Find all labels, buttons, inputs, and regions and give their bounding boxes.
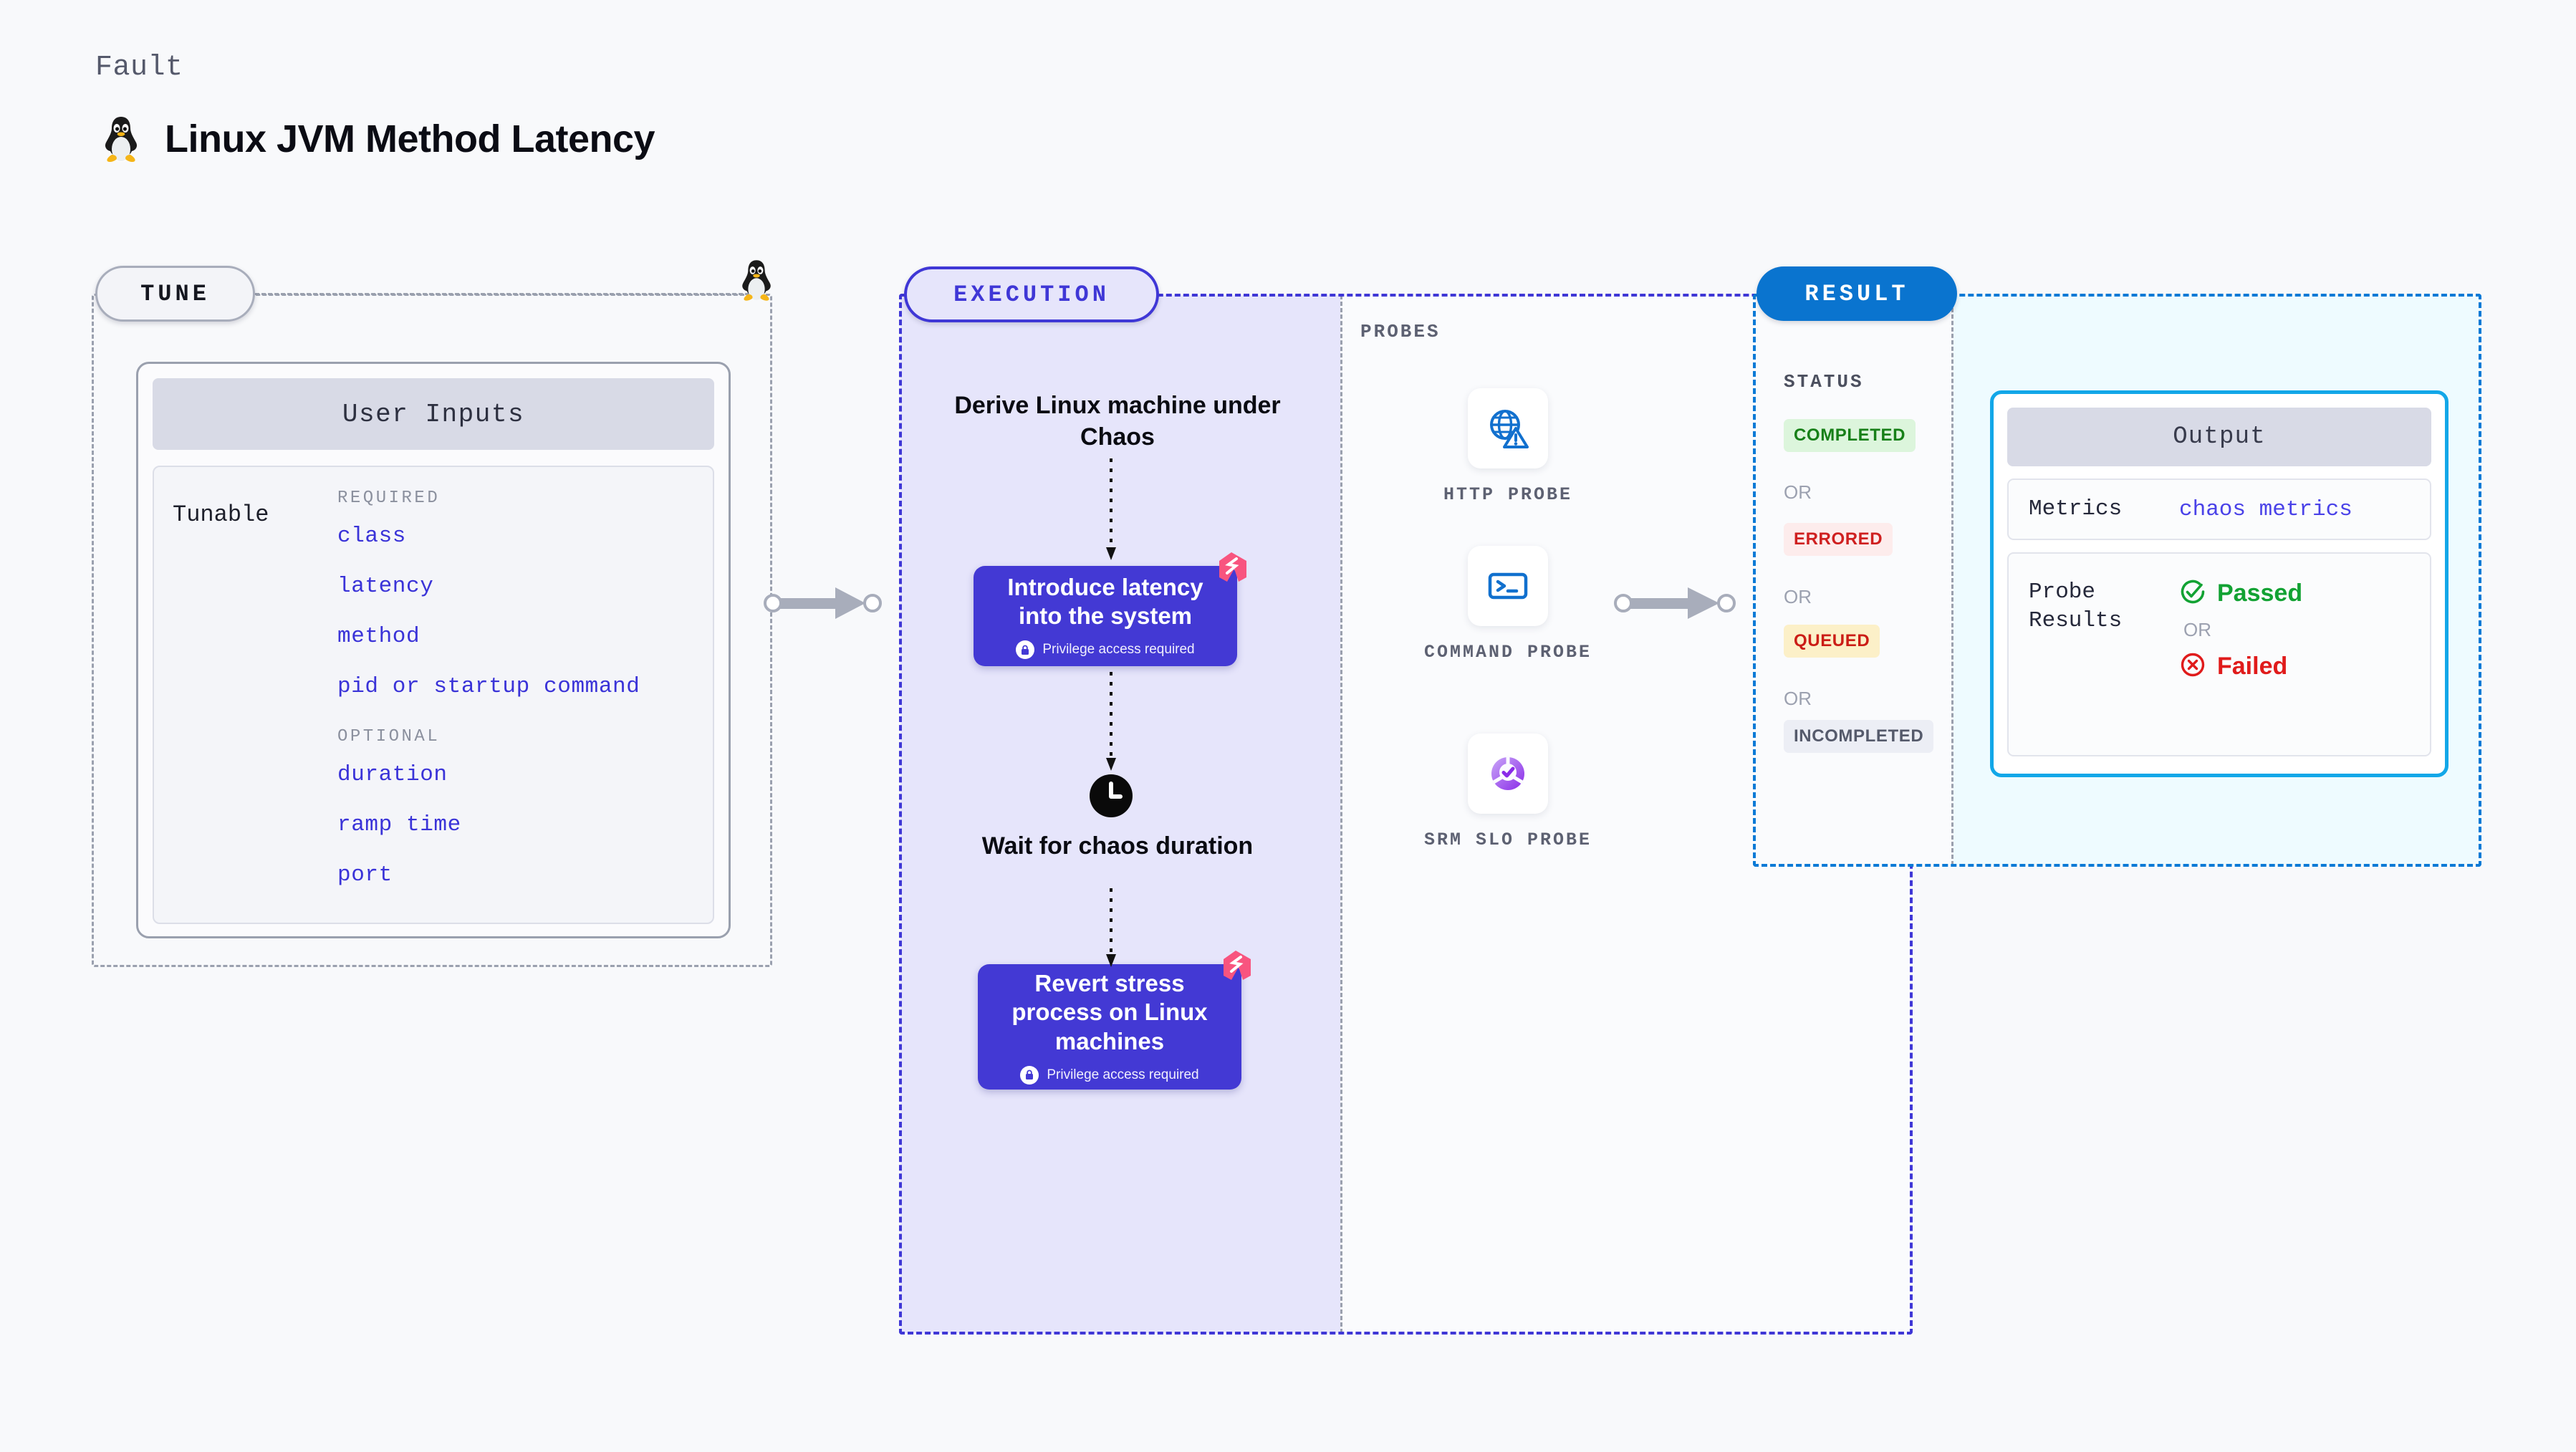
- user-inputs-card: User Inputs Tunable REQUIRED class laten…: [136, 362, 731, 938]
- metrics-row: Metrics chaos metrics: [2007, 479, 2431, 540]
- tunable-item-ramp-time[interactable]: ramp time: [337, 812, 461, 837]
- terminal-icon: [1468, 546, 1548, 626]
- arrow-wait-to-revert: [1104, 888, 1118, 972]
- clock-icon: [1090, 774, 1133, 821]
- privilege-label: Privilege access required: [1047, 1067, 1199, 1082]
- execution-step-revert-stress[interactable]: Revert stress process on Linux machines …: [978, 951, 1251, 1090]
- tunable-box: Tunable REQUIRED class latency method pi…: [153, 466, 714, 924]
- tunable-item-class[interactable]: class: [337, 524, 407, 549]
- tune-section-badge[interactable]: TUNE: [95, 266, 255, 322]
- privilege-label: Privilege access required: [1042, 642, 1195, 658]
- output-card: Output Metrics chaos metrics Probe Resul…: [1990, 390, 2448, 777]
- probe-item-command[interactable]: COMMAND PROBE: [1400, 546, 1615, 664]
- or-separator: OR: [1784, 688, 1812, 709]
- globe-alert-icon: [1468, 388, 1548, 468]
- probe-item-http[interactable]: HTTP PROBE: [1400, 388, 1615, 506]
- tune-connector-line: [255, 293, 749, 295]
- result-section-badge[interactable]: RESULT: [1756, 266, 1957, 321]
- page-title: Linux JVM Method Latency: [165, 117, 655, 160]
- probe-results-row: Probe Results Passed OR: [2007, 552, 2431, 756]
- tunable-item-port[interactable]: port: [337, 862, 393, 888]
- required-heading: REQUIRED: [337, 489, 441, 508]
- tunable-label: Tunable: [173, 501, 269, 528]
- step-title: Introduce latency into the system: [1007, 573, 1203, 629]
- probes-title: PROBES: [1360, 321, 1441, 342]
- check-circle-icon: [2179, 578, 2206, 609]
- tunable-item-latency[interactable]: latency: [337, 574, 434, 599]
- arrow-derive-to-introduce: [1104, 458, 1118, 566]
- step-title: Revert stress process on Linux machines: [1011, 970, 1208, 1054]
- litmus-chaos-icon: [1217, 947, 1254, 988]
- metrics-value[interactable]: chaos metrics: [2179, 496, 2352, 522]
- metrics-key: Metrics: [2029, 496, 2123, 521]
- x-circle-icon: [2179, 651, 2206, 682]
- wait-step-label: Wait for chaos duration: [981, 832, 1254, 860]
- passed-label: Passed: [2217, 580, 2303, 607]
- derive-step-label: Derive Linux machine under Chaos: [954, 392, 1281, 451]
- page-title-row: Linux JVM Method Latency: [100, 115, 655, 163]
- tunable-items-list: REQUIRED class latency method pid or sta…: [337, 489, 640, 923]
- result-panel: [1753, 294, 2481, 867]
- execution-section-badge[interactable]: EXECUTION: [904, 266, 1159, 322]
- status-badge-errored: ERRORED: [1784, 523, 1893, 556]
- user-inputs-title: User Inputs: [153, 378, 714, 450]
- status-badge-incompleted: INCOMPLETED: [1784, 720, 1934, 753]
- lock-icon: [1020, 1065, 1039, 1085]
- optional-heading: OPTIONAL: [337, 727, 441, 746]
- linux-penguin-icon: [100, 115, 142, 163]
- probe-result-passed: Passed: [2179, 578, 2302, 609]
- execution-step-introduce-latency[interactable]: Introduce latency into the system Privil…: [974, 552, 1246, 666]
- fault-kicker-label: Fault: [95, 52, 183, 84]
- or-separator: OR: [1784, 481, 1812, 503]
- probe-item-srm-slo[interactable]: SRM SLO PROBE: [1400, 734, 1615, 852]
- or-separator: OR: [1784, 586, 1812, 607]
- probe-results-values: Passed OR Failed: [2179, 578, 2302, 755]
- arrow-introduce-to-wait: [1104, 672, 1118, 776]
- connector-execution-to-result: [1614, 586, 1764, 640]
- tunable-item-method[interactable]: method: [337, 624, 420, 649]
- tunable-item-duration[interactable]: duration: [337, 762, 448, 787]
- litmus-chaos-icon: [1213, 549, 1250, 590]
- status-badge-completed: COMPLETED: [1784, 419, 1916, 452]
- tunable-item-pid-or-startup-command[interactable]: pid or startup command: [337, 674, 640, 699]
- probe-label: SRM SLO PROBE: [1423, 830, 1592, 850]
- privilege-note: Privilege access required: [1020, 1065, 1199, 1085]
- status-badge-queued: QUEUED: [1784, 625, 1880, 658]
- result-status-column: [1754, 295, 1953, 865]
- privilege-note: Privilege access required: [1016, 640, 1195, 660]
- failed-label: Failed: [2217, 653, 2288, 680]
- status-title: STATUS: [1784, 371, 1864, 393]
- probe-label: COMMAND PROBE: [1423, 642, 1592, 663]
- probe-results-key: Probe Results: [2029, 580, 2123, 634]
- lock-icon: [1016, 640, 1035, 660]
- linux-penguin-icon: [738, 258, 775, 306]
- slo-check-icon: [1468, 734, 1548, 814]
- probe-label: HTTP PROBE: [1443, 484, 1573, 505]
- probe-result-failed: Failed: [2179, 651, 2302, 682]
- connector-tune-to-execution: [764, 586, 907, 640]
- output-title: Output: [2007, 408, 2431, 466]
- or-separator: OR: [2183, 619, 2211, 640]
